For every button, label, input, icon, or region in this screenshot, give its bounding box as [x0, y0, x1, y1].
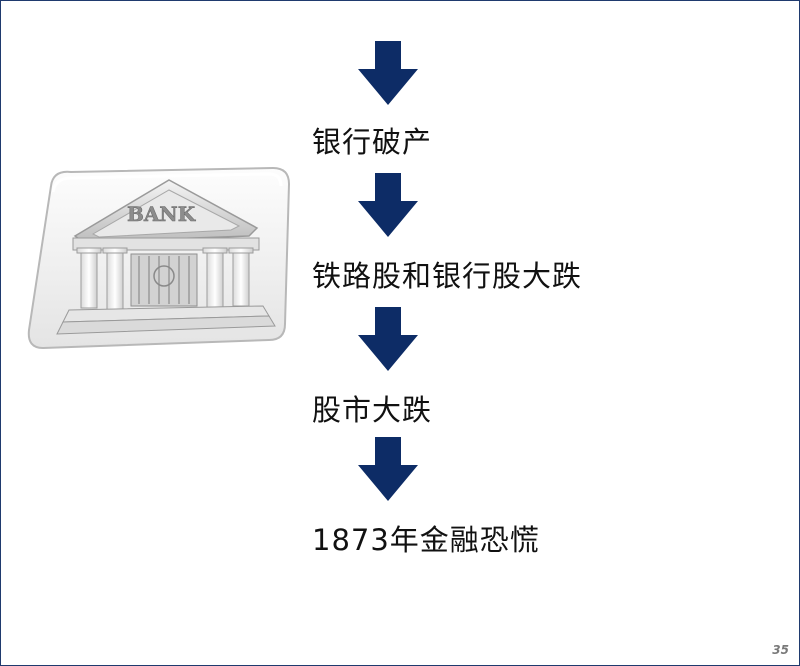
bank-sign-text: BANK — [127, 202, 196, 226]
bank-building-icon: BANK — [27, 166, 291, 349]
bank-image: BANK — [23, 164, 293, 349]
arrow-down-icon — [358, 41, 418, 105]
arrow-down-icon — [358, 437, 418, 501]
page-number: 35 — [772, 643, 789, 657]
flow-step-market-crash: 股市大跌 — [312, 393, 433, 427]
arrow-down-icon — [358, 173, 418, 237]
flow-step-panic-1873: 1873年金融恐慌 — [312, 523, 540, 557]
flow-step-bank-failure: 银行破产 — [312, 125, 433, 159]
arrow-down-icon — [358, 307, 418, 371]
flow-step-stock-drop: 铁路股和银行股大跌 — [312, 259, 583, 293]
